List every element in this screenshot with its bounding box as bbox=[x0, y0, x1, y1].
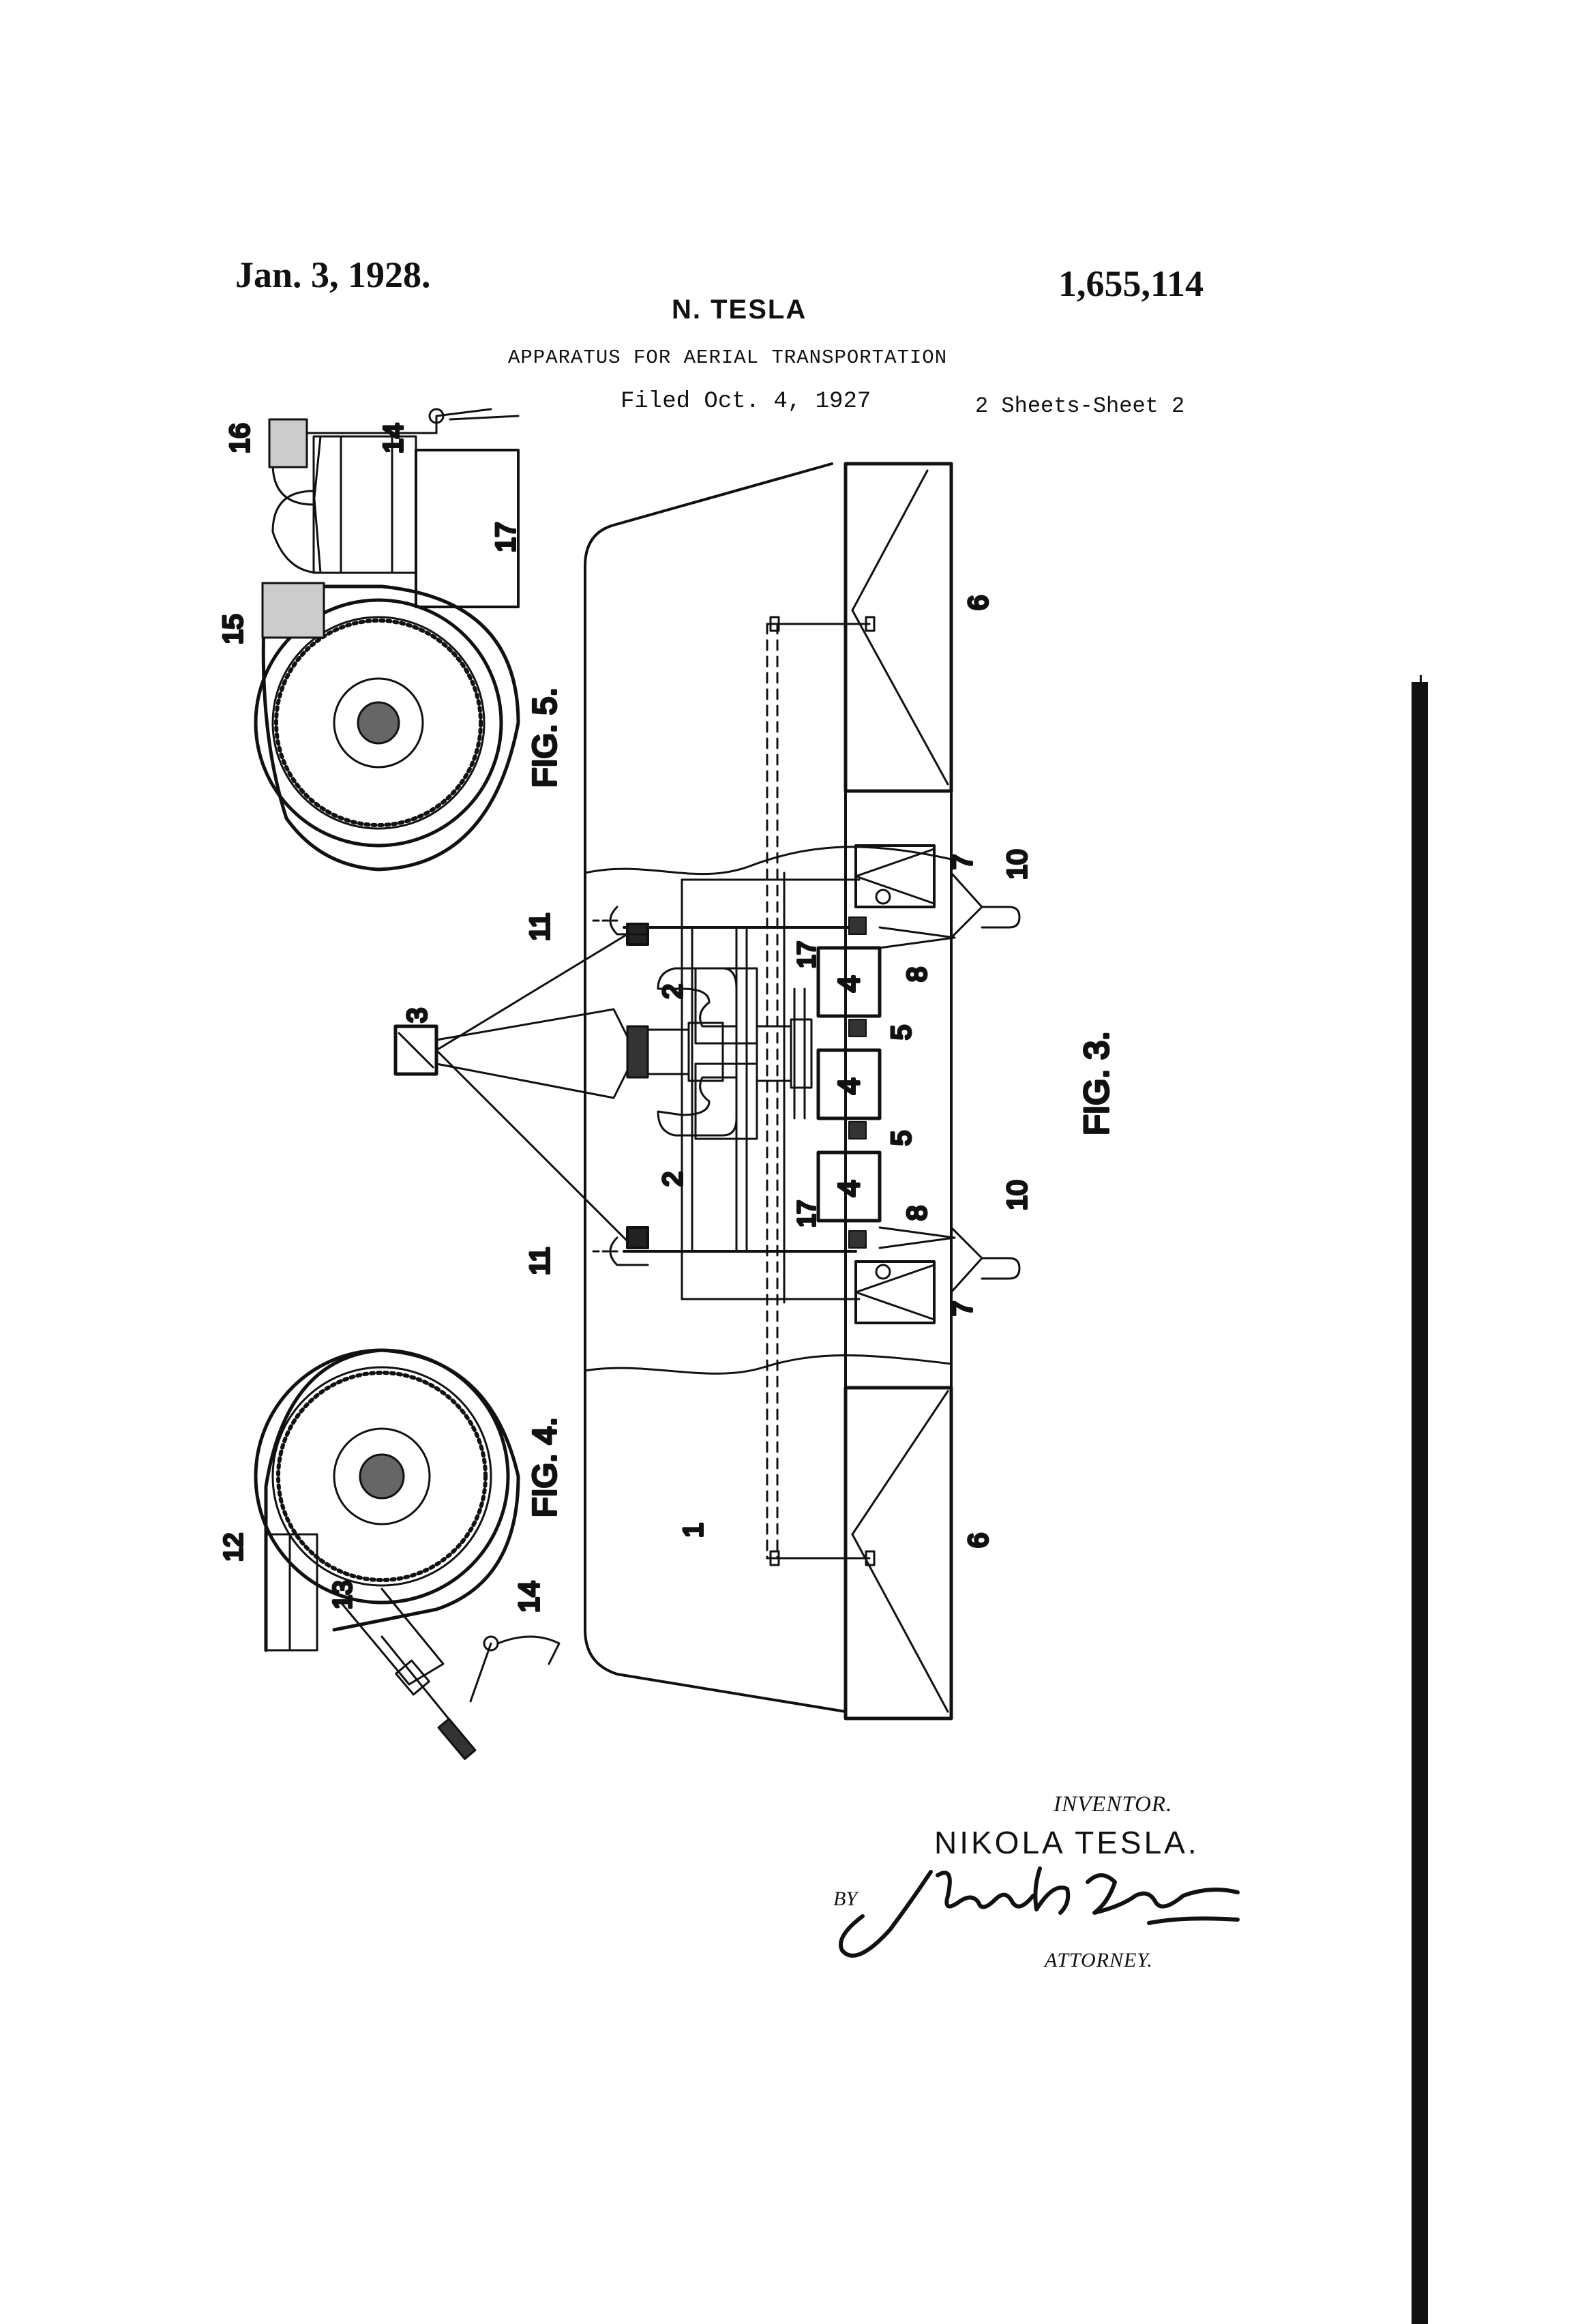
scan-edge-bar bbox=[1412, 682, 1428, 2324]
ref-13: 13 bbox=[329, 1581, 357, 1609]
label-fig3: FIG. 3. bbox=[1077, 1031, 1116, 1135]
ref-7-upper: 7 bbox=[948, 854, 978, 869]
ref-17-upper: 17 bbox=[792, 941, 820, 968]
patent-number: 1,655,114 bbox=[1058, 263, 1204, 304]
engine-2-upper bbox=[657, 967, 758, 1045]
ref-7-lower: 7 bbox=[948, 1301, 978, 1316]
label-fig4: FIG. 4. bbox=[527, 1417, 563, 1517]
ref-10-upper: 10 bbox=[1002, 850, 1032, 880]
wheel-frame-7-upper bbox=[854, 844, 936, 908]
ref-2-lower: 2 bbox=[658, 1172, 688, 1187]
ref-14-fig5: 14 bbox=[378, 423, 408, 454]
ref-3: 3 bbox=[402, 1008, 432, 1023]
ref-11-lower: 11 bbox=[525, 1247, 555, 1275]
pivot-11-lower bbox=[626, 1226, 649, 1249]
ref-12: 12 bbox=[220, 1533, 248, 1562]
drive-box-4-lower bbox=[816, 1150, 882, 1223]
ref-4-lower: 4 bbox=[833, 1180, 866, 1197]
ref-5-lower: 5 bbox=[886, 1131, 916, 1146]
patent-title: APPARATUS FOR AERIAL TRANSPORTATION bbox=[508, 346, 948, 369]
landing-gear-10-upper bbox=[950, 872, 1021, 939]
fig5-drawing bbox=[254, 408, 520, 872]
inventor-short-name: N. TESLA bbox=[672, 295, 807, 325]
sheet-count: 2 Sheets-Sheet 2 bbox=[975, 393, 1185, 419]
break-line-upper bbox=[584, 846, 953, 876]
patent-date: Jan. 3, 1928. bbox=[235, 254, 431, 295]
ref-6-lower: 6 bbox=[964, 1533, 994, 1548]
landing-gear-10-lower bbox=[950, 1226, 1021, 1294]
ref-15: 15 bbox=[218, 614, 248, 645]
inventor-label: INVENTOR. bbox=[1054, 1792, 1173, 1817]
ref-4-upper: 4 bbox=[833, 976, 866, 992]
ref-10-lower: 10 bbox=[1002, 1180, 1032, 1211]
fuselage-outline bbox=[584, 462, 847, 1713]
ref-17-lower: 17 bbox=[792, 1200, 820, 1227]
break-line-lower bbox=[584, 1354, 953, 1375]
drive-box-4-upper bbox=[816, 946, 882, 1018]
ref-4-middle: 4 bbox=[833, 1078, 866, 1094]
ref-14-fig4: 14 bbox=[513, 1581, 545, 1613]
ref-8-lower: 8 bbox=[902, 1206, 932, 1221]
control-box-6-lower bbox=[844, 1386, 953, 1720]
wheel-frame-7-lower bbox=[854, 1260, 936, 1324]
by-label: BY bbox=[833, 1888, 858, 1910]
ref-8-upper: 8 bbox=[902, 967, 932, 982]
ref-17-fig5: 17 bbox=[491, 522, 521, 553]
filed-date: Filed Oct. 4, 1927 bbox=[621, 389, 871, 415]
ref-11-upper: 11 bbox=[525, 912, 555, 941]
ref-1: 1 bbox=[678, 1523, 708, 1538]
ref-16: 16 bbox=[225, 423, 255, 454]
drawing-labels: FIG. 5. FIG. 4. FIG. 3. 1 2 2 3 4 4 4 5 … bbox=[217, 422, 1117, 1615]
ref-6-upper: 6 bbox=[964, 595, 994, 610]
label-fig5: FIG. 5. bbox=[527, 687, 563, 788]
inventor-name: NIKOLA TESLA. bbox=[934, 1825, 1199, 1860]
attorney-signature bbox=[839, 1866, 1240, 1958]
fig4-drawing bbox=[254, 1348, 561, 1760]
ref-5-upper: 5 bbox=[886, 1025, 916, 1040]
attorney-label: ATTORNEY. bbox=[1045, 1949, 1153, 1971]
control-box-6-upper bbox=[844, 462, 953, 793]
engine-2-lower bbox=[657, 1062, 758, 1140]
ref-2-upper: 2 bbox=[658, 984, 688, 999]
drive-box-4-middle bbox=[816, 1048, 882, 1120]
fig3-drawing bbox=[393, 462, 1021, 1720]
